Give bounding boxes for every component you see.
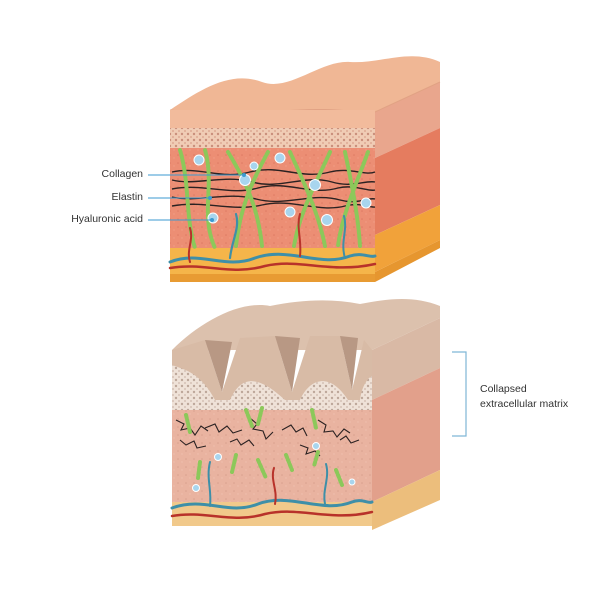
young-side-bottom — [375, 240, 440, 282]
aged-side-epidermis — [372, 318, 440, 400]
label-collapsed-extracellular-matrix: Collapsed extracellular matrix — [480, 382, 568, 412]
young-fat-layer — [170, 248, 375, 274]
label-elastin: Elastin — [111, 191, 143, 203]
young-side-dermis — [375, 128, 440, 235]
young-top-surface — [170, 56, 440, 113]
young-blood-vessels — [168, 212, 377, 271]
young-side-epidermis — [375, 80, 440, 158]
aged-hyaluronic-acid — [192, 442, 356, 492]
young-collagen-fibers — [178, 148, 370, 250]
label-collapsed-line2: extracellular matrix — [480, 398, 569, 410]
young-hyaluronic-acid — [193, 152, 372, 226]
aged-skin-block — [170, 299, 440, 530]
label-collapsed-line1: Collapsed — [480, 383, 527, 395]
young-epidermis — [170, 110, 375, 128]
label-collagen: Collagen — [101, 168, 143, 180]
young-skin-block — [168, 56, 441, 282]
aged-blood-vessels — [170, 461, 374, 519]
aged-dermis — [172, 410, 372, 502]
aged-side-dermis — [372, 368, 440, 502]
aged-collagen-fibers — [184, 406, 344, 487]
aged-wrinkles — [205, 336, 358, 392]
aged-side-fat — [372, 470, 440, 530]
label-hyaluronic-acid: Hyaluronic acid — [71, 213, 143, 225]
young-side-fat — [375, 205, 440, 272]
collapsed-matrix-bracket — [452, 351, 467, 437]
callout-lines — [148, 174, 244, 221]
aged-top-surface — [172, 299, 440, 350]
